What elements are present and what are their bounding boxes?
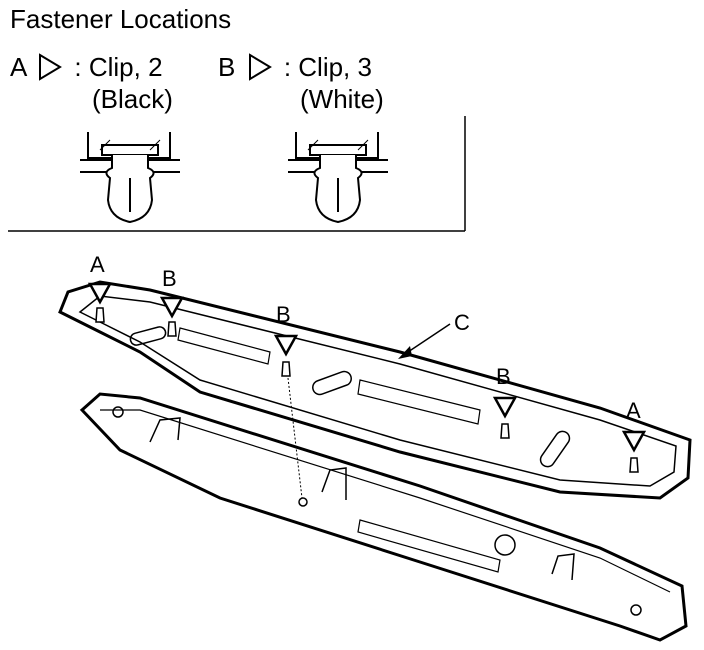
legend-item-a: A : Clip, 2 [10, 52, 163, 85]
legend-text-b: : Clip, 3 [283, 52, 372, 82]
clip-a-illustration [80, 132, 180, 224]
legend-letter-a: A [10, 52, 26, 82]
clip-b-illustration [288, 132, 388, 224]
callout-b3: B [496, 364, 511, 389]
trim-panel-upper [58, 280, 692, 500]
fastener-marker-a-left [87, 282, 113, 305]
triangle-marker-icon [39, 53, 63, 81]
fastener-markers [87, 282, 647, 453]
callout-b2: B [276, 302, 291, 327]
callout-b1: B [162, 266, 177, 291]
fastener-marker-b3 [492, 396, 518, 419]
legend-sub-b: (White) [300, 84, 384, 114]
legend-text-a: : Clip, 2 [74, 52, 163, 82]
fastener-marker-b1 [159, 296, 185, 319]
legend-letter-b: B [218, 52, 236, 82]
alignment-line [287, 377, 303, 499]
triangle-marker-icon [248, 53, 272, 81]
legend-item-b: B : Clip, 3 [218, 52, 372, 85]
base-bracket-lower [79, 392, 688, 642]
leader-c [398, 323, 451, 359]
callout-c: C [454, 310, 470, 335]
callout-a-right: A [626, 398, 641, 423]
callout-a-left: A [90, 252, 105, 277]
legend-sub-a: (Black) [92, 84, 173, 114]
clip-glyphs [95, 307, 639, 473]
fastener-marker-b2 [273, 334, 299, 357]
fastener-marker-a-right [621, 430, 647, 453]
diagram-title: Fastener Locations [10, 4, 232, 34]
